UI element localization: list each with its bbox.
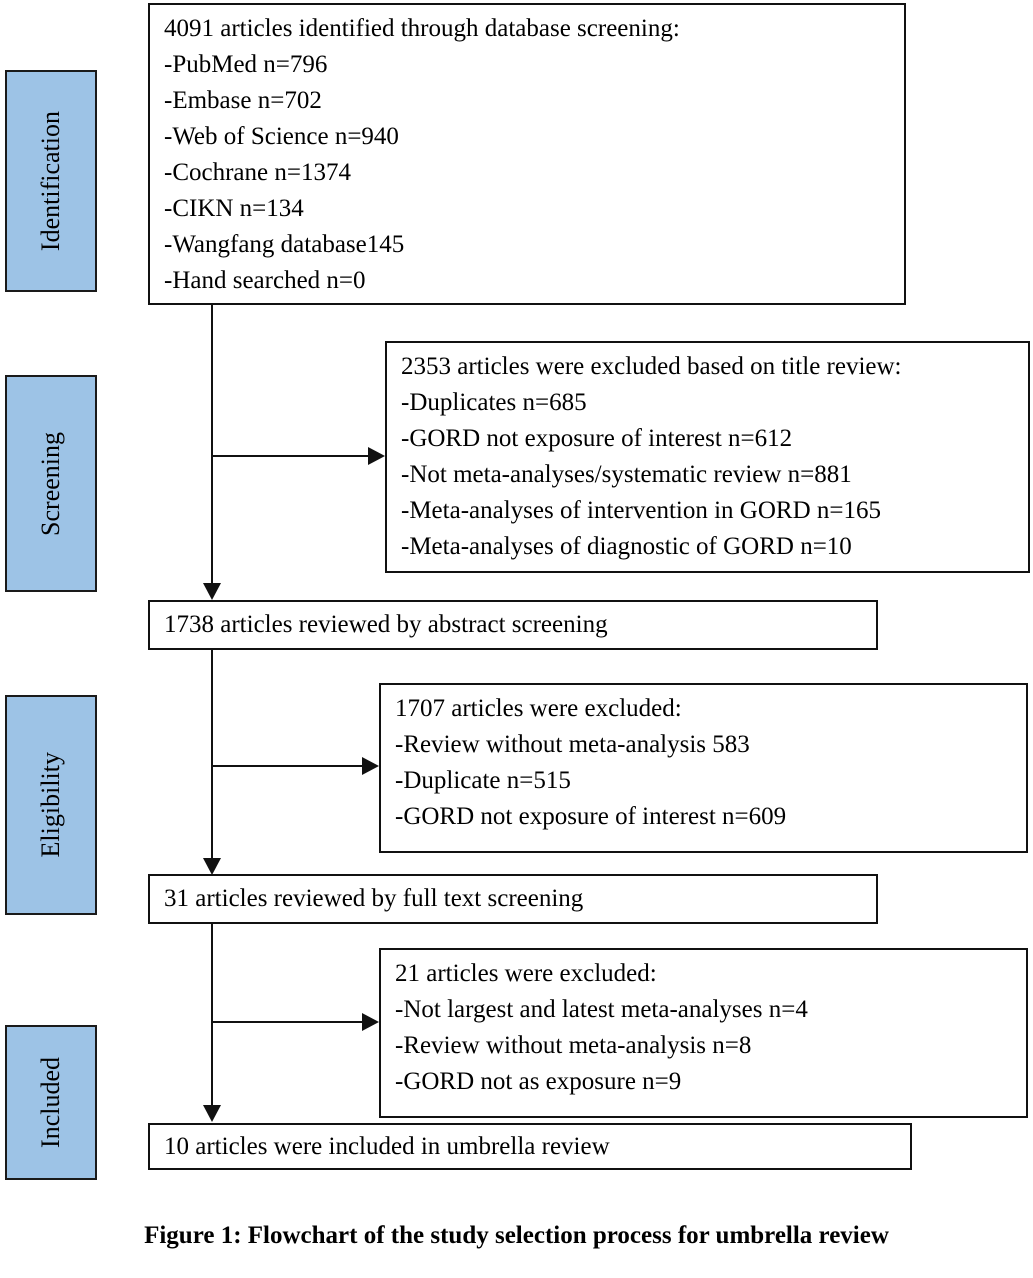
box-excluded-fulltext-line-0: 21 articles were excluded:	[395, 960, 657, 987]
figure-caption: Figure 1: Flowchart of the study selecti…	[144, 1222, 889, 1249]
stage-included: Included	[5, 1025, 97, 1180]
box-excluded-title: 2353 articles were excluded based on tit…	[385, 341, 1030, 573]
box-identified-line-7: -Hand searched n=0	[164, 267, 366, 294]
box-identified-line-6: -Wangfang database145	[164, 231, 405, 258]
connector-fulltext-to-excluded	[211, 1021, 363, 1023]
box-excluded-fulltext-line-2: -Review without meta-analysis n=8	[395, 1032, 752, 1059]
box-excluded-abstract-line-3: -GORD not exposure of interest n=609	[395, 803, 787, 830]
arrow-abstract-to-excluded	[362, 757, 379, 775]
arrow-identified-to-abstract	[203, 583, 221, 600]
box-excluded-fulltext-line-1: -Not largest and latest meta-analyses n=…	[395, 996, 808, 1023]
box-identified-line-1: -PubMed n=796	[164, 51, 328, 78]
box-included: 10 articles were included in umbrella re…	[148, 1123, 912, 1170]
arrow-fulltext-to-excluded	[362, 1013, 379, 1031]
box-excluded-title-line-3: -Not meta-analyses/systematic review n=8…	[401, 461, 852, 488]
box-identified-line-3: -Web of Science n=940	[164, 123, 399, 150]
box-excluded-title-line-4: -Meta-analyses of intervention in GORD n…	[401, 497, 881, 524]
box-abstract-screened: 1738 articles reviewed by abstract scree…	[148, 600, 878, 650]
box-fulltext-screened-line-0: 31 articles reviewed by full text screen…	[164, 885, 584, 913]
box-identified: 4091 articles identified through databas…	[148, 3, 906, 305]
box-excluded-fulltext-line-3: -GORD not as exposure n=9	[395, 1068, 682, 1095]
box-fulltext-screened: 31 articles reviewed by full text screen…	[148, 874, 878, 924]
box-excluded-fulltext: 21 articles were excluded: -Not largest …	[379, 948, 1028, 1118]
box-excluded-title-line-5: -Meta-analyses of diagnostic of GORD n=1…	[401, 533, 852, 560]
box-excluded-abstract-line-2: -Duplicate n=515	[395, 767, 571, 794]
box-identified-line-4: -Cochrane n=1374	[164, 159, 351, 186]
connector-identified-to-excluded-title	[211, 455, 369, 457]
box-excluded-title-line-2: -GORD not exposure of interest n=612	[401, 425, 793, 452]
stage-eligibility-label: Eligibility	[36, 752, 65, 858]
connector-identified-to-abstract	[211, 305, 213, 583]
box-excluded-title-line-0: 2353 articles were excluded based on tit…	[401, 353, 902, 380]
box-abstract-screened-line-0: 1738 articles reviewed by abstract scree…	[164, 611, 608, 639]
box-identified-line-2: -Embase n=702	[164, 87, 322, 114]
connector-fulltext-to-included	[211, 924, 213, 1105]
box-excluded-abstract: 1707 articles were excluded: -Review wit…	[379, 683, 1028, 853]
stage-identification: Identification	[5, 70, 97, 292]
box-excluded-abstract-line-0: 1707 articles were excluded:	[395, 695, 682, 722]
stage-eligibility: Eligibility	[5, 695, 97, 915]
stage-included-label: Included	[36, 1057, 65, 1148]
box-identified-line-0: 4091 articles identified through databas…	[164, 15, 680, 42]
arrow-identified-to-excluded-title	[368, 447, 385, 465]
box-included-line-0: 10 articles were included in umbrella re…	[164, 1132, 610, 1160]
arrow-fulltext-to-included	[203, 1105, 221, 1122]
box-excluded-title-line-1: -Duplicates n=685	[401, 389, 587, 416]
box-identified-line-5: -CIKN n=134	[164, 195, 304, 222]
stage-identification-label: Identification	[36, 110, 65, 252]
connector-abstract-to-fulltext	[211, 650, 213, 858]
stage-screening-label: Screening	[36, 431, 65, 536]
stage-screening: Screening	[5, 375, 97, 592]
arrow-abstract-to-fulltext	[203, 858, 221, 875]
box-excluded-abstract-line-1: -Review without meta-analysis 583	[395, 731, 750, 758]
connector-abstract-to-excluded	[211, 765, 363, 767]
